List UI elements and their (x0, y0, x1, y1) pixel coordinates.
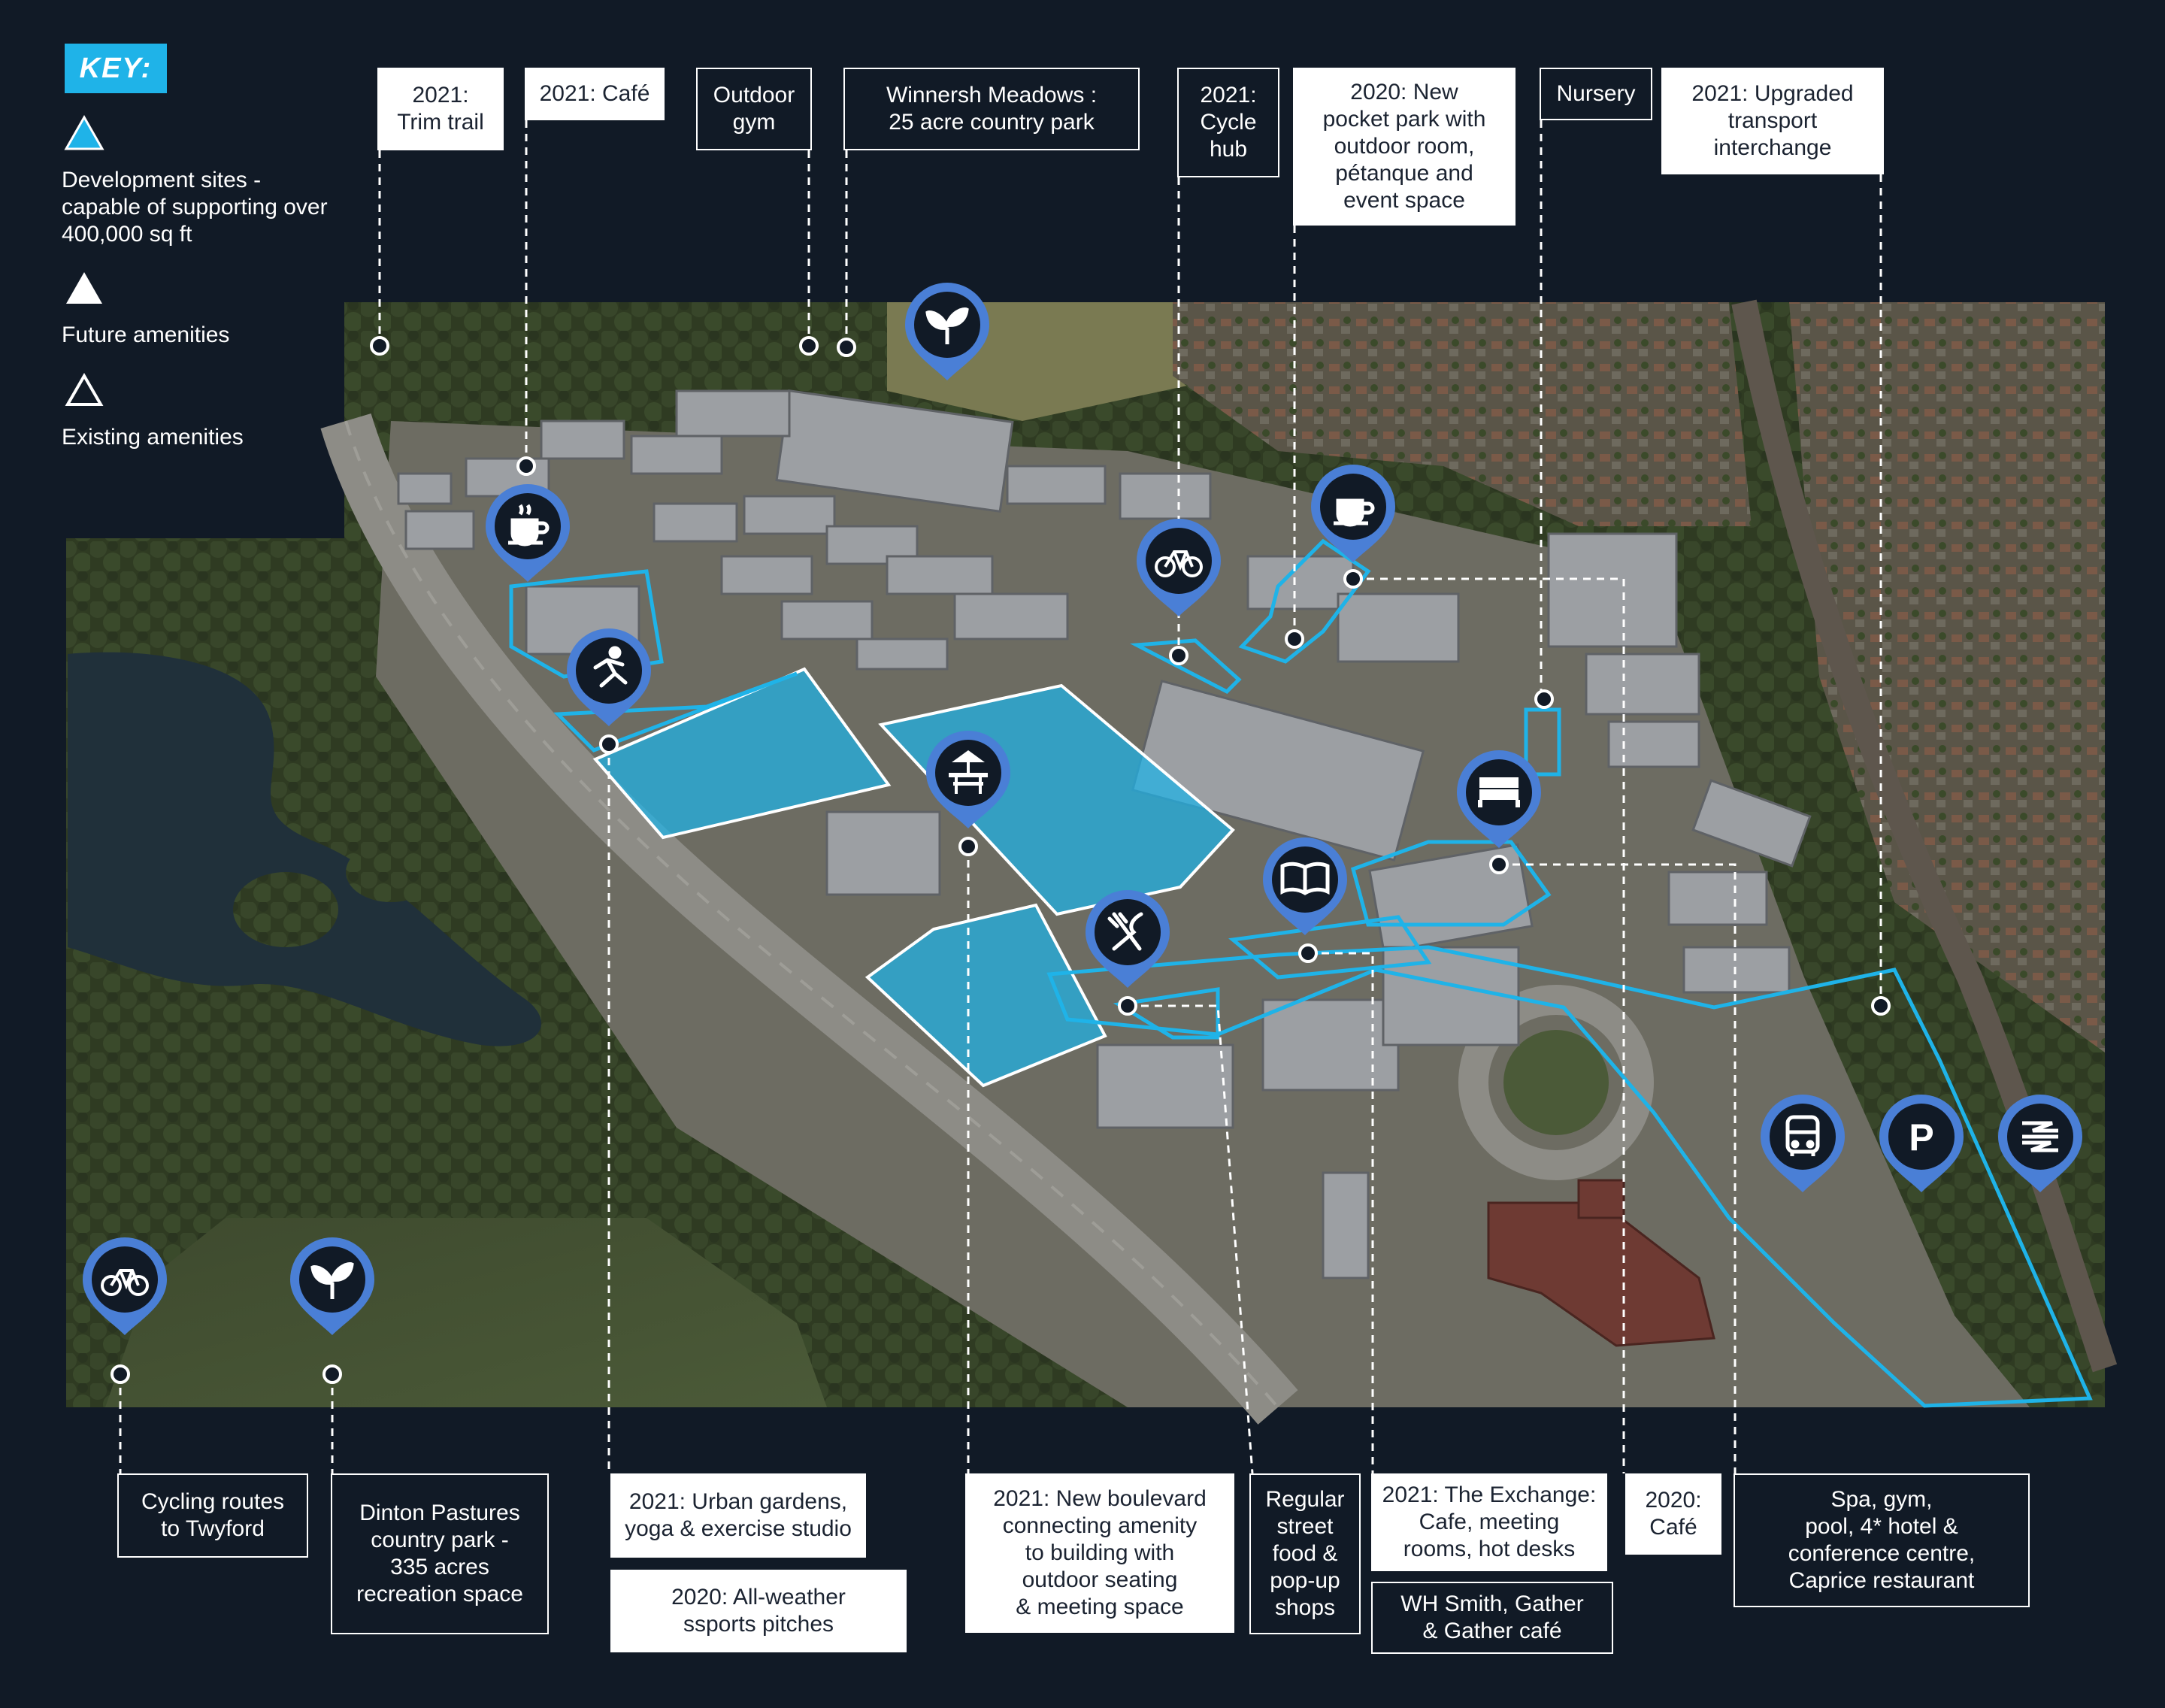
label-spa-hotel: Spa, gym, pool, 4* hotel & conference ce… (1734, 1473, 2030, 1607)
book-icon (1280, 862, 1330, 895)
label-trim-trail: 2021: Trim trail (377, 68, 504, 150)
label-winnersh-meadows: Winnersh Meadows : 25 acre country park (843, 68, 1140, 150)
coffee-icon (508, 504, 550, 547)
label-whsmith: WH Smith, Gather & Gather café (1371, 1582, 1613, 1654)
parking-icon: P (1909, 1116, 1933, 1158)
label-cafe-2020: 2020: Café (1625, 1473, 1721, 1555)
leaf-icon (310, 1262, 354, 1299)
pin-bicycle-cycle-hub[interactable] (1137, 519, 1221, 616)
label-pocket-park: 2020: New pocket park with outdoor room,… (1293, 68, 1516, 226)
blue-triangle-icon (64, 114, 104, 150)
bicycle-icon (1155, 550, 1203, 577)
picnic-table-icon (949, 750, 988, 794)
coffee-icon (1334, 498, 1375, 527)
label-cycling-routes: Cycling routes to Twyford (117, 1473, 308, 1558)
label-cafe-2021: 2021: Café (525, 68, 665, 120)
key-title: KEY: (65, 44, 167, 93)
pin-parking-interchange[interactable]: P (1879, 1095, 1964, 1192)
label-new-boulevard: 2021: New boulevard connecting amenity t… (965, 1473, 1234, 1633)
cutlery-icon (1107, 912, 1143, 951)
key-existing-amenities: Existing amenities (62, 425, 244, 450)
pin-leaf-dinton[interactable] (290, 1237, 374, 1335)
rail-icon (2022, 1121, 2058, 1152)
pin-running-trim-trail[interactable] (567, 628, 651, 726)
pin-book-whsmith[interactable] (1263, 837, 1347, 935)
label-dinton-pastures: Dinton Pastures country park - 335 acres… (331, 1473, 549, 1634)
bicycle-icon (101, 1269, 149, 1296)
bed-icon (1478, 777, 1520, 807)
label-nursery: Nursery (1540, 68, 1652, 120)
outline-triangle-icon (65, 373, 104, 406)
pin-picnic-boulevard[interactable] (926, 731, 1010, 828)
pin-coffee-pocket-park[interactable] (1311, 465, 1395, 562)
label-urban-gardens: 2021: Urban gardens, yoga & exercise stu… (610, 1473, 866, 1558)
leaf-icon (925, 307, 969, 344)
pin-cutlery-exchange[interactable] (1086, 890, 1170, 988)
pin-bicycle-twyford[interactable] (83, 1237, 167, 1335)
label-outdoor-gym: Outdoor gym (696, 68, 812, 150)
pin-bed-hotel[interactable] (1457, 750, 1541, 848)
pin-bus-interchange[interactable] (1761, 1095, 1845, 1192)
label-transport-interchange: 2021: Upgraded transport interchange (1661, 68, 1884, 174)
bus-icon (1785, 1115, 1820, 1156)
key-future-amenities: Future amenities (62, 323, 230, 347)
running-icon (593, 646, 628, 688)
white-triangle-icon (66, 272, 102, 304)
key-development-sites: Development sites - capable of supportin… (62, 168, 328, 247)
label-sports-pitches: 2020: All-weather ssports pitches (610, 1570, 907, 1652)
label-the-exchange: 2021: The Exchange: Cafe, meeting rooms,… (1371, 1473, 1607, 1571)
pin-rail-interchange[interactable] (1998, 1095, 2082, 1192)
pin-leaf-meadows[interactable] (905, 283, 989, 380)
label-cycle-hub: 2021: Cycle hub (1177, 68, 1279, 177)
pin-coffee-cafe[interactable] (486, 484, 570, 582)
label-street-food: Regular street food & pop-up shops (1249, 1473, 1361, 1634)
